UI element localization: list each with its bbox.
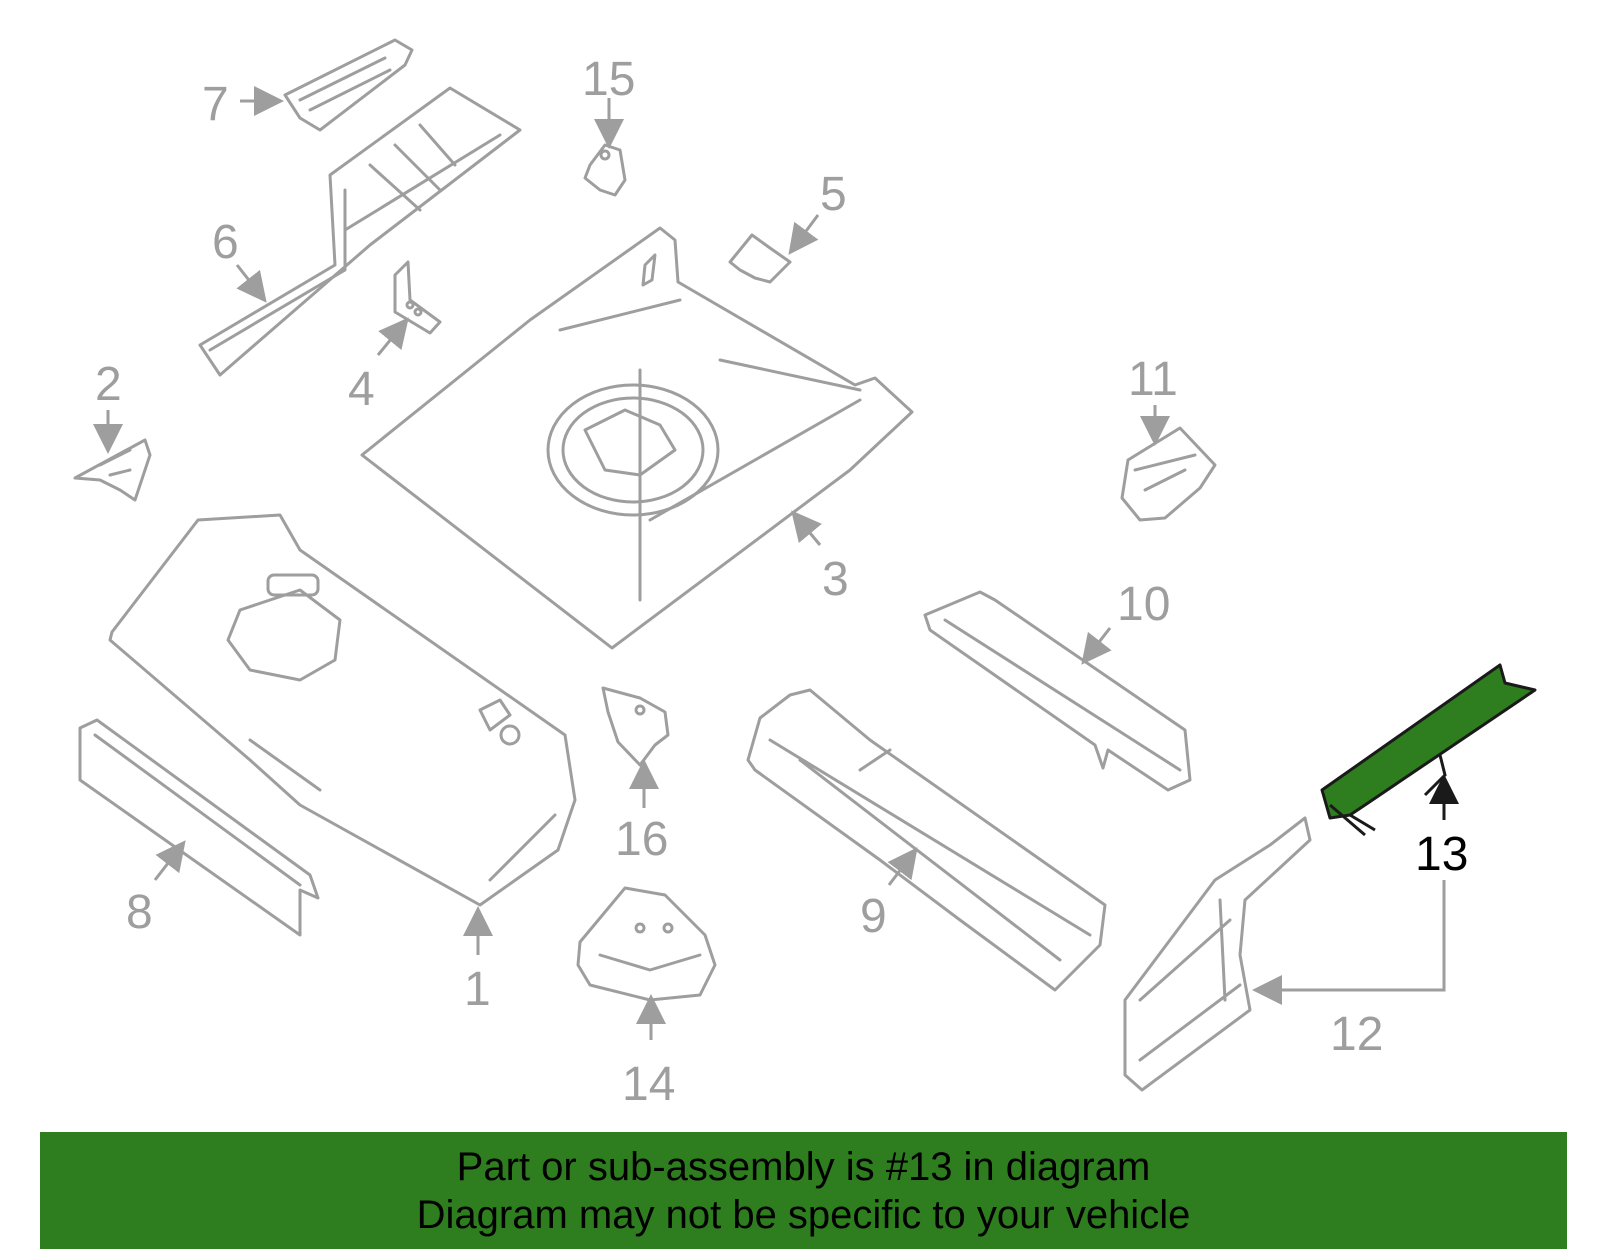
part-12-rail-assembly[interactable]	[1123, 816, 1312, 1092]
callouts: 1 2 3 4 5 6 7 8 9 10 11 12 13 14 15 16	[95, 53, 1468, 1111]
callout-5: 5	[820, 168, 847, 221]
callout-16: 16	[615, 813, 668, 866]
part-6-rail[interactable]	[198, 86, 522, 377]
part-16-bracket[interactable]	[601, 686, 670, 767]
leader-lines	[93, 86, 1459, 1040]
callout-8: 8	[126, 886, 153, 939]
banner-line-2: Diagram may not be specific to your vehi…	[416, 1192, 1191, 1237]
callout-6: 6	[212, 216, 239, 269]
callout-11: 11	[1128, 353, 1178, 406]
callout-14: 14	[622, 1058, 675, 1111]
part-2-gusset[interactable]	[73, 438, 152, 502]
part-14-cover[interactable]	[576, 886, 717, 1002]
part-8-crossmember[interactable]	[78, 718, 320, 937]
callout-9: 9	[860, 890, 887, 943]
part-11-panel[interactable]	[1120, 426, 1217, 522]
part-4-bracket[interactable]	[393, 260, 442, 335]
callout-10: 10	[1117, 578, 1170, 631]
callout-12: 12	[1330, 1008, 1383, 1061]
part-7-bracket[interactable]	[283, 38, 414, 132]
part-5-bracket[interactable]	[728, 233, 792, 284]
callout-15: 15	[582, 53, 635, 106]
part-9-side-rail[interactable]	[746, 688, 1107, 992]
callout-7: 7	[202, 78, 229, 131]
part-15-clip[interactable]	[583, 143, 627, 197]
callout-2: 2	[95, 358, 122, 411]
banner-line-1: Part or sub-assembly is #13 in diagram	[456, 1144, 1151, 1189]
part-13-reinforcement[interactable]	[1320, 663, 1537, 837]
part-10-rail[interactable]	[923, 590, 1192, 792]
callout-3: 3	[822, 553, 849, 606]
callout-13: 13	[1415, 828, 1468, 881]
part-3-floor-pan[interactable]	[360, 226, 914, 650]
callout-4: 4	[348, 363, 375, 416]
info-banner: Part or sub-assembly is #13 in diagram D…	[40, 1132, 1567, 1249]
part-1-rear-panel[interactable]	[108, 513, 577, 907]
callout-1: 1	[464, 963, 491, 1016]
